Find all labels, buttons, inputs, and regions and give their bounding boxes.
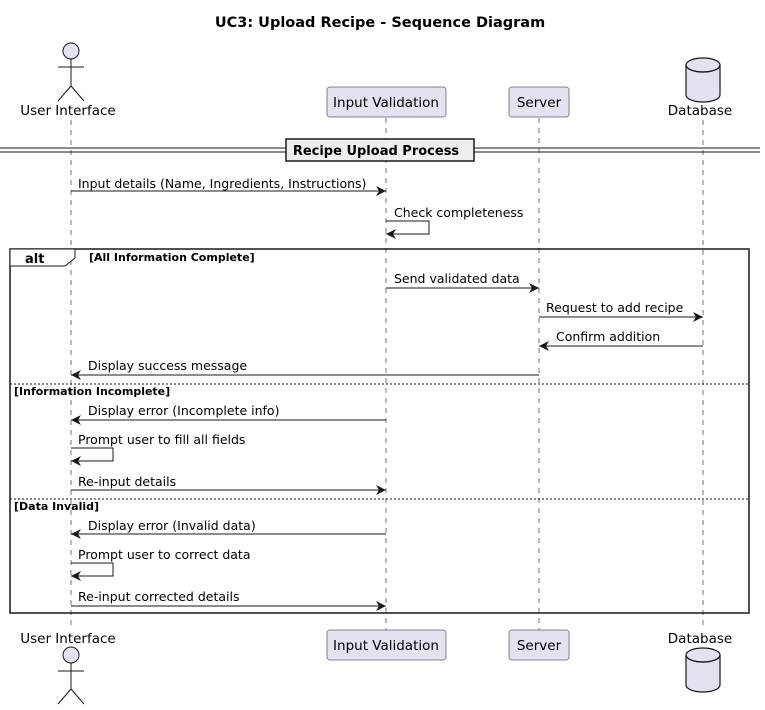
guard-data-invalid: [Data Invalid]: [14, 500, 99, 513]
message-label: Send validated data: [394, 271, 520, 286]
participant-database-top: Database: [668, 57, 732, 119]
message-reinput-details: Re-input details: [71, 474, 386, 495]
participant-label-server: Server: [517, 638, 562, 654]
message-label: Re-input details: [78, 474, 176, 489]
message-label: Display error (Invalid data): [88, 518, 256, 533]
participant-label-ui: User Interface: [20, 103, 116, 119]
participant-validation-bottom: Input Validation: [326, 629, 447, 661]
divider-label: Recipe Upload Process: [293, 144, 460, 159]
alt-keyword: alt: [25, 252, 44, 267]
participant-label-server: Server: [517, 95, 562, 111]
message-input-details: Input details (Name, Ingredients, Instru…: [71, 176, 386, 196]
message-label: Display error (Incomplete info): [88, 403, 279, 418]
participant-server-top: Server: [508, 86, 570, 118]
participant-ui-top: User Interface: [20, 42, 116, 119]
message-label: Prompt user to correct data: [78, 547, 250, 562]
participant-box: [326, 629, 447, 661]
participant-box: [508, 86, 570, 118]
participant-box: [508, 629, 570, 661]
database-icon: [685, 647, 721, 693]
participant-box: [326, 86, 447, 118]
actor-icon: [57, 42, 85, 102]
message-label: Prompt user to fill all fields: [78, 432, 245, 447]
alt-frame: [9, 248, 750, 614]
message-display-error-invalid: Display error (Invalid data): [71, 518, 386, 539]
message-request-add: Request to add recipe: [539, 300, 703, 322]
message-reinput-corrected: Re-input corrected details: [71, 589, 386, 611]
actor-icon: [57, 646, 85, 705]
participant-ui-bottom: User Interface: [20, 631, 116, 705]
participant-server-bottom: Server: [508, 629, 570, 661]
section-divider: Recipe Upload Process: [0, 138, 760, 162]
participant-label-database: Database: [668, 103, 732, 119]
divider-box: [285, 138, 475, 162]
message-send-validated: Send validated data: [386, 271, 539, 293]
alt-fragment: alt [All Information Complete] Send vali…: [9, 248, 750, 614]
message-display-error-incomplete: Display error (Incomplete info): [71, 403, 386, 425]
message-label: Display success message: [88, 358, 247, 373]
message-label: Check completeness: [394, 205, 523, 220]
self-message-prompt-fill: Prompt user to fill all fields: [71, 432, 245, 466]
alt-tab: [9, 248, 76, 267]
diagram-title: UC3: Upload Recipe - Sequence Diagram: [215, 15, 545, 31]
participant-label-validation: Input Validation: [333, 95, 439, 111]
message-label: Request to add recipe: [546, 300, 684, 315]
message-label: Re-input corrected details: [78, 589, 239, 604]
participant-label-validation: Input Validation: [333, 638, 439, 654]
participant-label-ui: User Interface: [20, 631, 116, 647]
self-message-check-completeness: Check completeness: [386, 205, 523, 239]
participant-label-database: Database: [668, 631, 732, 647]
message-display-success: Display success message: [71, 358, 539, 380]
participant-database-bottom: Database: [668, 631, 732, 693]
message-confirm-addition: Confirm addition: [539, 329, 703, 351]
guard-incomplete: [Information Incomplete]: [14, 385, 170, 398]
message-label: Confirm addition: [556, 329, 660, 344]
message-label: Input details (Name, Ingredients, Instru…: [78, 176, 366, 191]
guard-all-complete: [All Information Complete]: [89, 251, 255, 264]
database-icon: [685, 57, 721, 103]
participant-validation-top: Input Validation: [326, 86, 447, 118]
self-message-prompt-correct: Prompt user to correct data: [71, 547, 250, 581]
